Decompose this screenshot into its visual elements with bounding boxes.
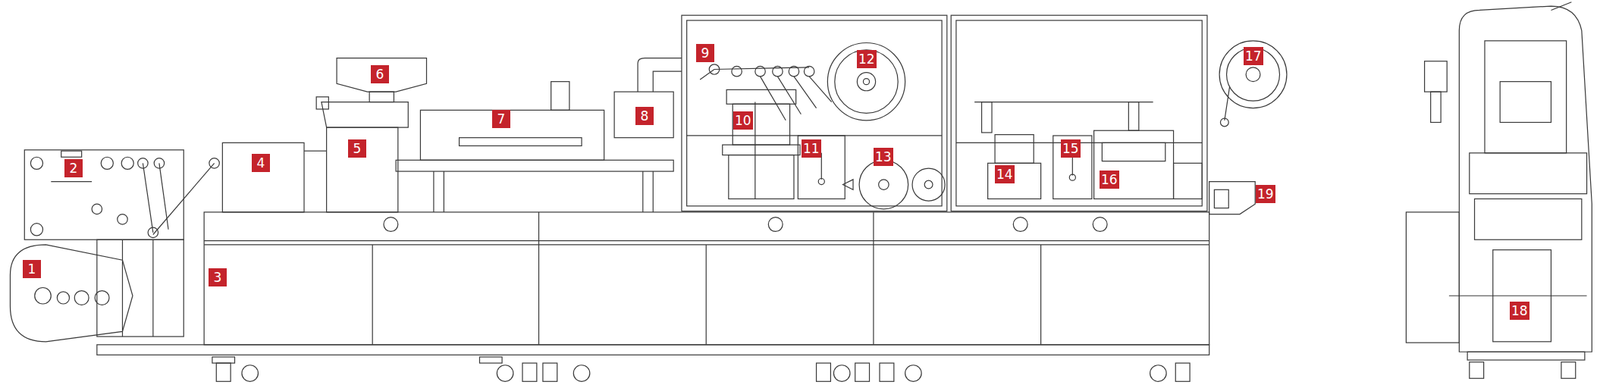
callout-number: 9 <box>696 43 715 63</box>
callout-number: 3 <box>208 268 227 287</box>
callout-number: 15 <box>1060 139 1081 158</box>
callout-number: 14 <box>994 165 1015 184</box>
callout-number: 7 <box>492 109 511 129</box>
callout-number: 5 <box>348 139 367 158</box>
callout-number: 11 <box>801 139 822 158</box>
callout-number: 16 <box>1099 170 1120 189</box>
callout-number: 10 <box>733 111 753 130</box>
callout-number: 2 <box>64 159 83 178</box>
callout-number: 8 <box>635 106 654 126</box>
callout-number: 18 <box>1509 301 1530 320</box>
callout-number: 17 <box>1243 47 1264 66</box>
callout-number: 1 <box>22 260 41 279</box>
machine-lines <box>9 2 1592 383</box>
callout-number: 19 <box>1255 185 1276 204</box>
callout-number: 4 <box>251 153 270 173</box>
callout-number: 13 <box>873 147 894 167</box>
callout-number: 12 <box>856 50 877 69</box>
callout-number: 6 <box>370 65 390 84</box>
